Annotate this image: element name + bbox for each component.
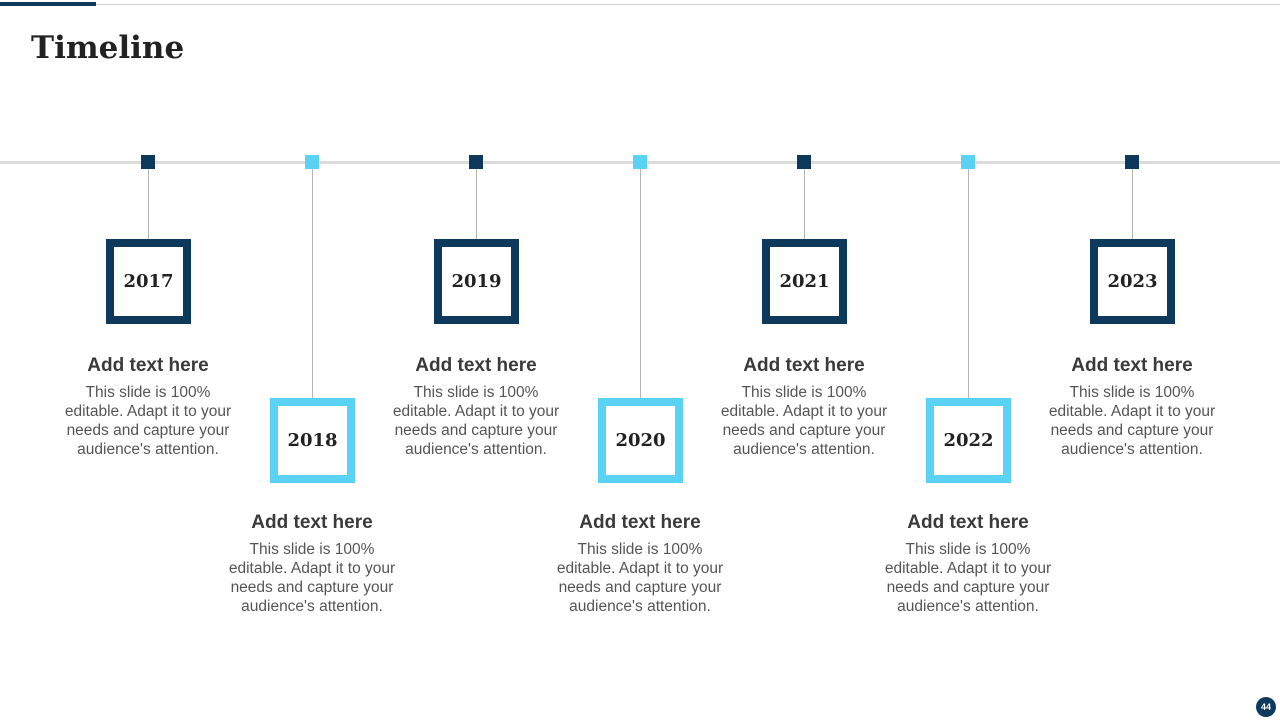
milestone-body: This slide is 100% editable. Adapt it to… xyxy=(1048,384,1216,458)
year-box: 2020 xyxy=(598,398,683,483)
timeline-marker xyxy=(797,155,811,169)
page-number-badge: 44 xyxy=(1256,697,1276,717)
year-box: 2018 xyxy=(270,398,355,483)
timeline-connector xyxy=(312,169,313,398)
milestone-body: This slide is 100% editable. Adapt it to… xyxy=(64,384,232,458)
milestone-heading: Add text here xyxy=(1071,355,1193,376)
timeline-connector xyxy=(148,169,149,239)
timeline-connector xyxy=(1132,169,1133,239)
year-box: 2017 xyxy=(106,239,191,324)
timeline-marker xyxy=(141,155,155,169)
milestone-heading: Add text here xyxy=(743,355,865,376)
timeline-connector xyxy=(804,169,805,239)
year-box: 2021 xyxy=(762,239,847,324)
page-title: Timeline xyxy=(31,30,185,66)
year-box: 2022 xyxy=(926,398,1011,483)
milestone-heading: Add text here xyxy=(251,512,373,533)
timeline-connector xyxy=(476,169,477,239)
milestone-heading: Add text here xyxy=(415,355,537,376)
top-rule xyxy=(0,4,1280,5)
timeline-marker xyxy=(469,155,483,169)
timeline-marker xyxy=(305,155,319,169)
milestone-body: This slide is 100% editable. Adapt it to… xyxy=(556,541,724,615)
milestone-heading: Add text here xyxy=(579,512,701,533)
timeline-marker xyxy=(633,155,647,169)
milestone-body: This slide is 100% editable. Adapt it to… xyxy=(720,384,888,458)
milestone-body: This slide is 100% editable. Adapt it to… xyxy=(392,384,560,458)
year-box: 2019 xyxy=(434,239,519,324)
timeline-connector xyxy=(640,169,641,398)
milestone-body: This slide is 100% editable. Adapt it to… xyxy=(228,541,396,615)
milestone-heading: Add text here xyxy=(87,355,209,376)
milestone-body: This slide is 100% editable. Adapt it to… xyxy=(884,541,1052,615)
timeline-connector xyxy=(968,169,969,398)
timeline-marker xyxy=(1125,155,1139,169)
year-box: 2023 xyxy=(1090,239,1175,324)
top-accent-bar xyxy=(0,2,96,6)
timeline-marker xyxy=(961,155,975,169)
milestone-heading: Add text here xyxy=(907,512,1029,533)
